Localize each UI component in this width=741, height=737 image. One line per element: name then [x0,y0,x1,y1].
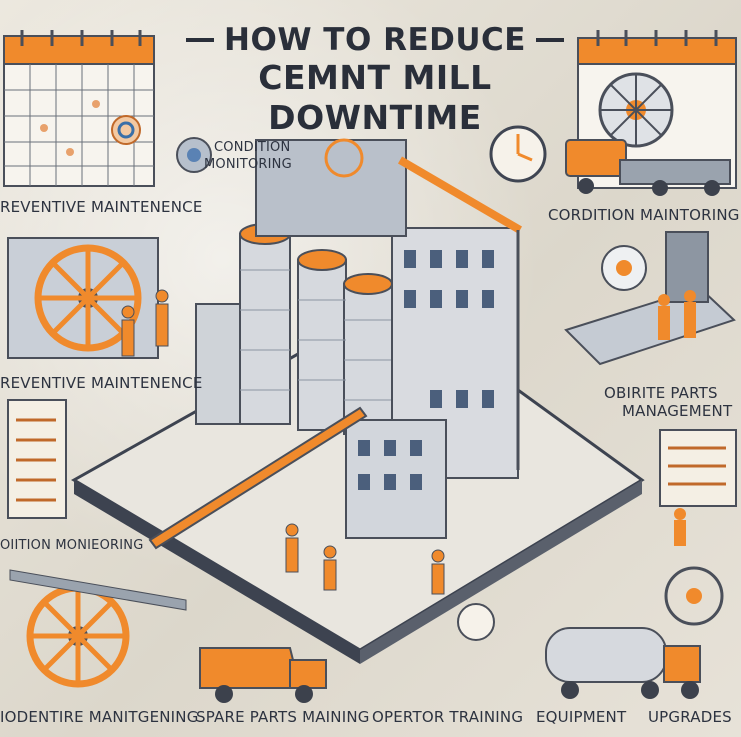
worker-figures-left [121,289,169,357]
clock-icon [489,125,547,183]
info-board-right [659,429,737,546]
title-line2: CEMNT MILL DOWNTIME [258,58,492,137]
control-building [345,419,447,539]
label-condition-monitoring-top-1: CONDITION [214,140,291,155]
label-parts-management-2: MANAGEMENT [622,402,733,420]
checklist-board-left [7,399,67,519]
gear-icon [176,137,212,173]
gear-icon-bottom-right [664,566,724,626]
dump-truck [199,647,327,703]
title-dash-left [186,38,215,42]
label-condition-monitoring-right: CORDITION MAINTORING [548,206,740,224]
label-bottom-4: EQUIPMENT [536,708,627,726]
calendar-icon-left [3,30,155,187]
label-condition-monitoring-left: OIITION MONIEORING [0,538,144,553]
label-preventive-maintenance-2: REVENTIVE MAINTENENCE [0,374,203,392]
motor-machine-right [564,231,736,366]
page-title: HOW TO REDUCE CEMNT MILL DOWNTIME [160,22,590,138]
label-bottom-1: IODENTIRE MANITGENING [0,708,199,726]
conveyor-belt [148,406,368,550]
label-bottom-2: SPARE PARTS MAINING [196,708,370,726]
cement-silos [195,223,393,435]
title-dash-right [535,38,564,42]
label-condition-monitoring-top-2: MONITORING [204,157,292,172]
clock-icon-bottom [457,603,495,641]
label-parts-management-1: OBIRITE PARTS [604,384,718,402]
label-preventive-maintenance-1: REVENTIVE MAINTENENCE [0,198,203,216]
tanker-truck [545,627,701,699]
mill-wheel-bottom-left [9,569,187,688]
label-bottom-5: UPGRADES [648,708,732,726]
crusher-machine-left [7,237,159,359]
truck-top-right [565,139,731,196]
title-line1: HOW TO REDUCE [224,22,526,58]
label-bottom-3: OPERTOR TRAINING [372,708,524,726]
worker-figures-platform [285,523,445,595]
